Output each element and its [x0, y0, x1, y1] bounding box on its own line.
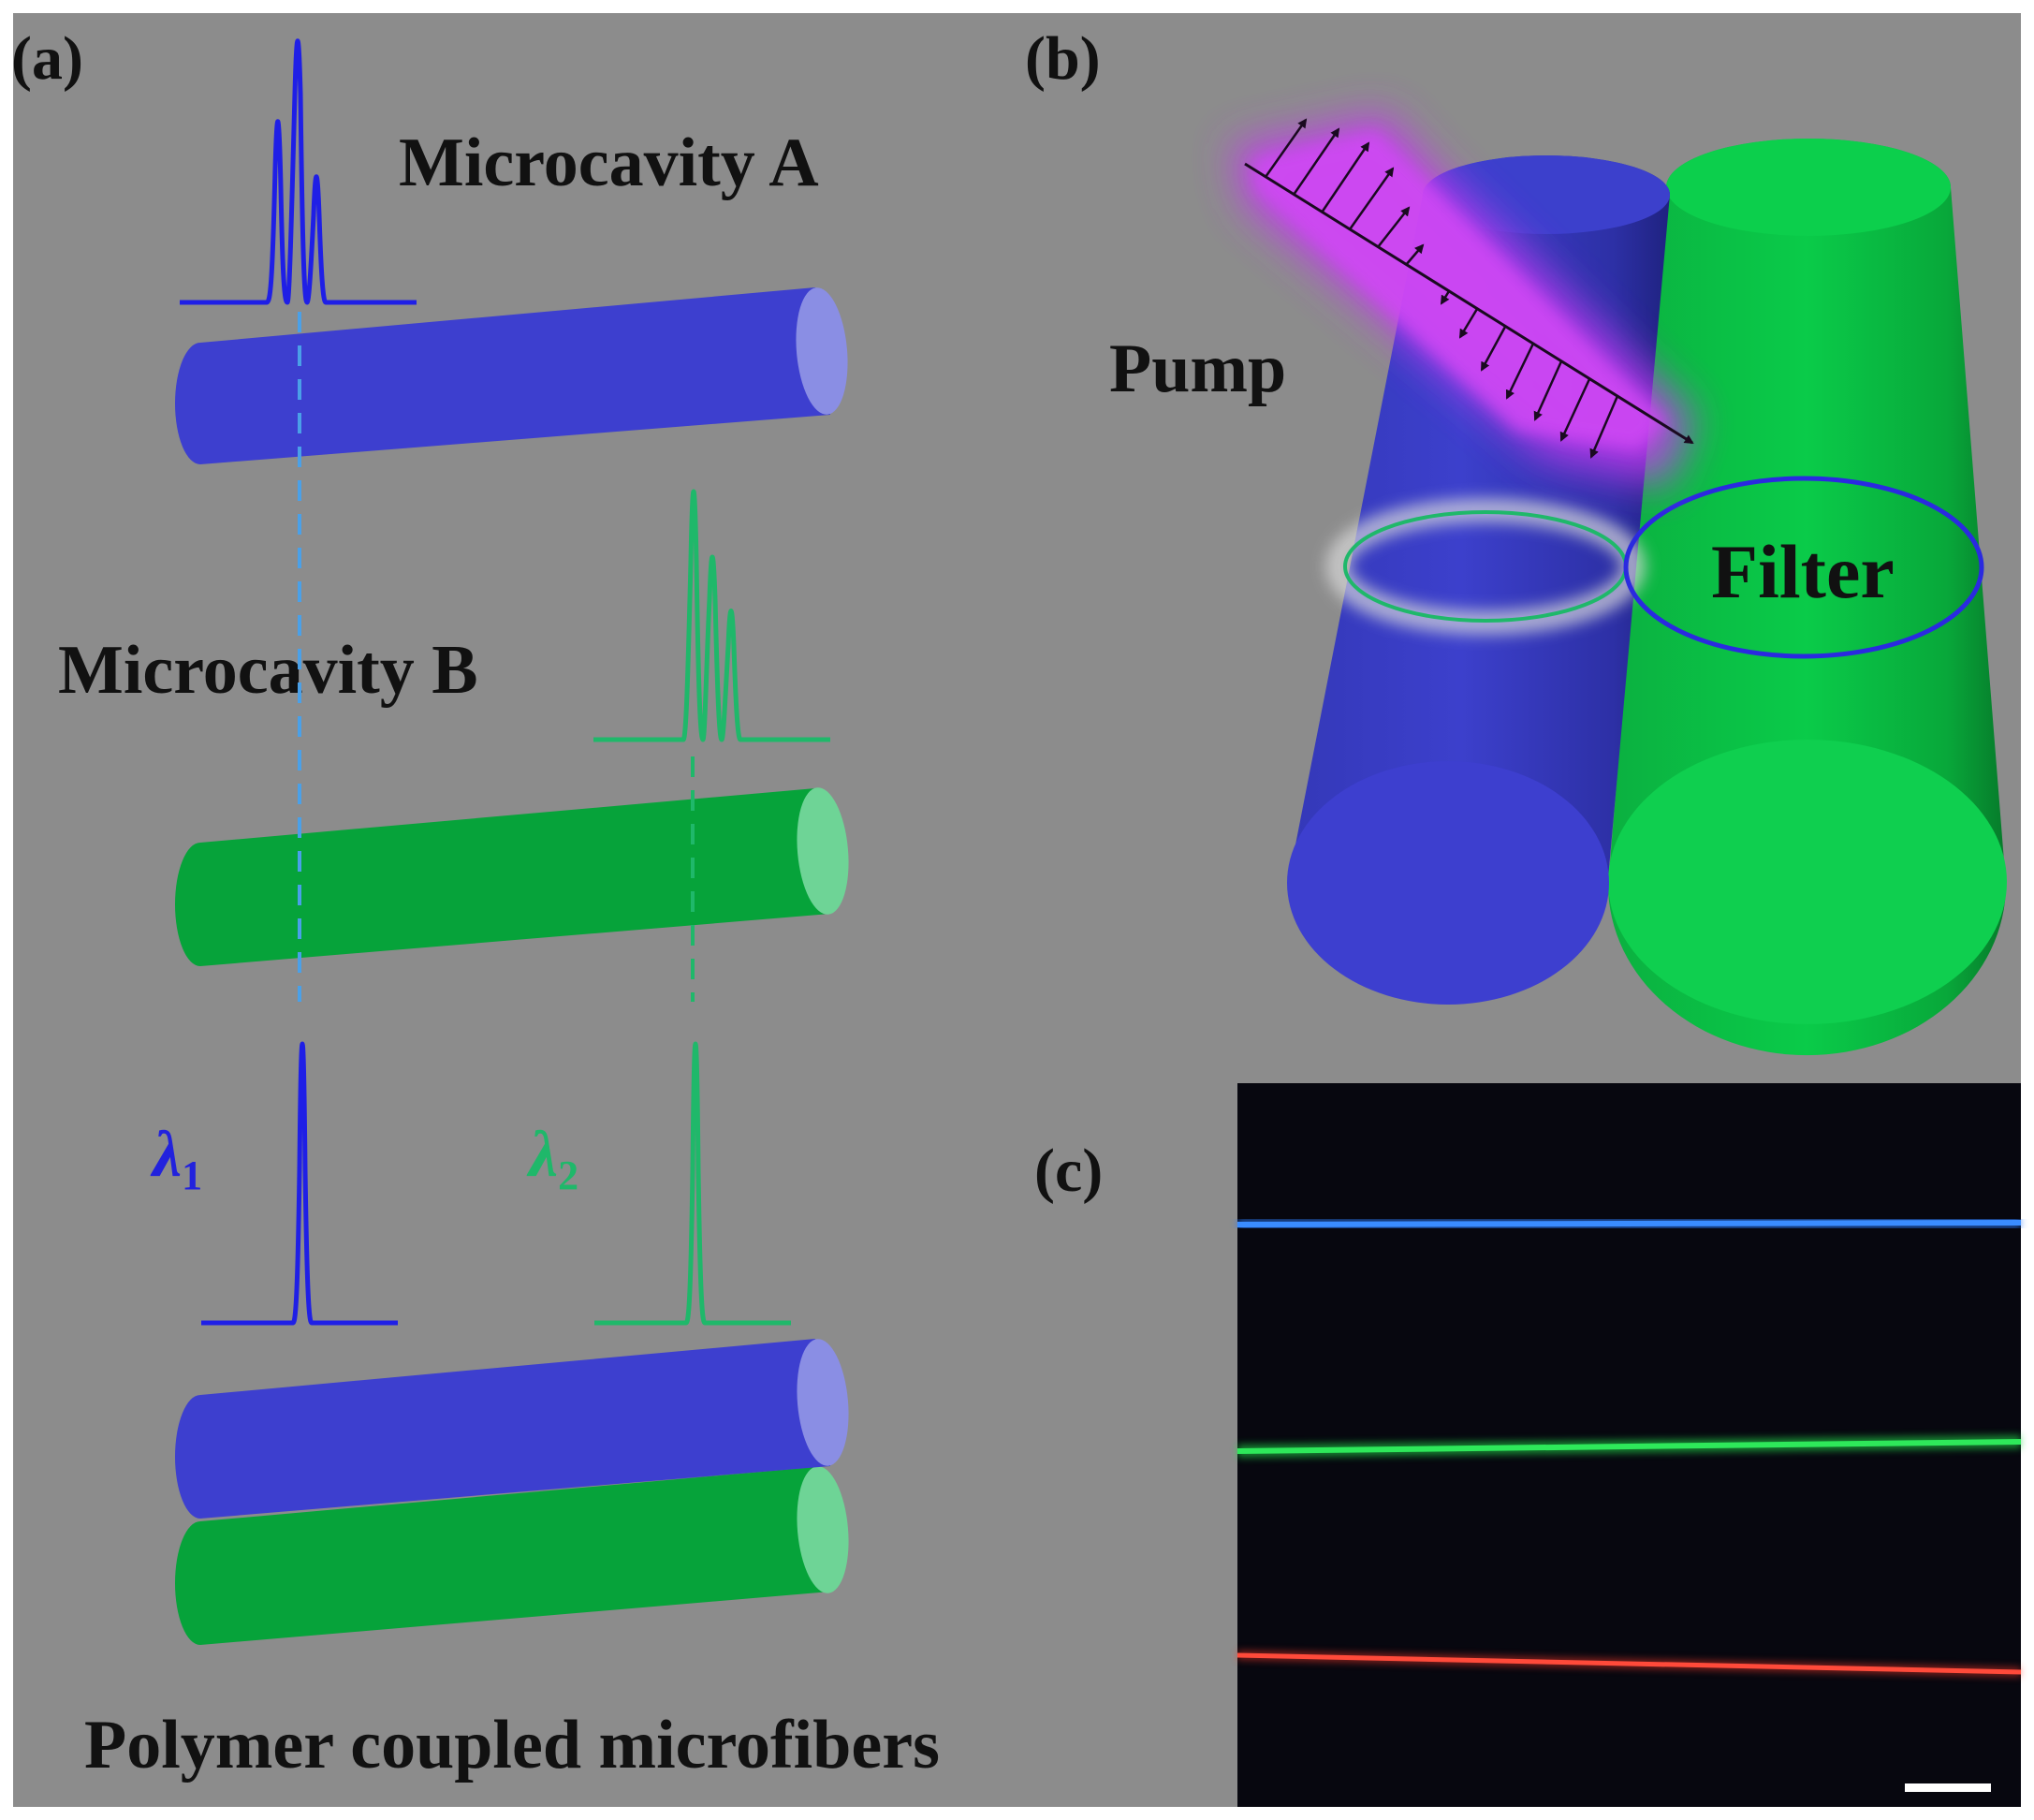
panel-b-tag: (b): [1025, 24, 1101, 93]
panel-a-tag: (a): [11, 24, 83, 93]
filter-label: Filter: [1711, 529, 1895, 614]
panel-a-caption: Polymer coupled microfibers: [84, 1707, 940, 1783]
lambda1-label: λ1: [150, 1119, 202, 1198]
spectrum-a-curve: [180, 38, 417, 305]
green-fiber-end-face: [1608, 740, 2007, 1024]
microcavity-a-label: Microcavity A: [399, 125, 819, 201]
blue-emission-line: [1236, 1216, 2022, 1231]
spectrum-b-curve: [593, 489, 830, 742]
blue-fiber-end-face: [1287, 761, 1609, 1005]
red-emission-line: [1236, 1651, 2022, 1677]
microcavity-b-label: Microcavity B: [58, 632, 478, 709]
green-emission-line: [1236, 1435, 2022, 1458]
polarization-arrows: [1264, 118, 1619, 459]
coupled-blue-fiber: [175, 1339, 849, 1519]
pump-label: Pump: [1109, 330, 1286, 407]
blue-ring-on-green-fiber: [1623, 476, 1984, 659]
pump-beam: [1231, 112, 1694, 487]
panel-a: (a) Microcavity A Microcavity B λ1 λ2: [11, 24, 940, 1783]
coupled-green-fiber: [175, 1466, 849, 1645]
green-fiber-cylinder: [1608, 139, 2007, 1056]
panel-c-tag: (c): [1034, 1137, 1103, 1205]
lambda2-label: λ2: [526, 1119, 578, 1198]
lambda2-spectrum-curve: [594, 1041, 791, 1326]
scale-bar: [1905, 1783, 1991, 1792]
microcavity-a-fiber: [175, 287, 848, 464]
lambda1-spectrum-curve: [201, 1041, 398, 1326]
microcavity-b-fiber: [175, 787, 849, 966]
panel-c: (c): [1034, 1083, 2022, 1807]
panel-b: (b) Filter: [1025, 24, 2007, 1056]
